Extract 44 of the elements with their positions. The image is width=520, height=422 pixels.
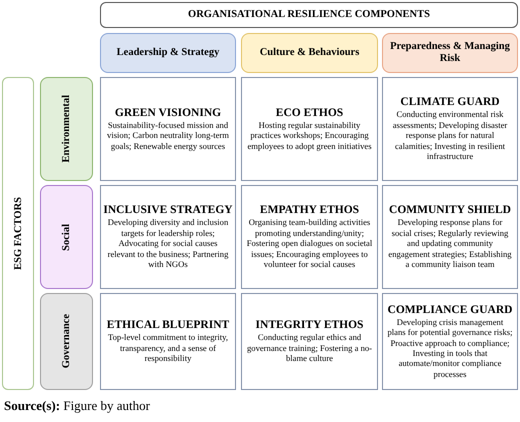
header-text: ORGANISATIONAL RESILIENCE COMPONENTS [188, 9, 430, 21]
row-title: Environmental [61, 95, 72, 163]
row-title: Social [61, 224, 72, 250]
cell-title: ECO ETHOS [276, 106, 344, 120]
cell-title: GREEN VISIONING [114, 106, 222, 120]
column-title: Leadership & Strategy [116, 47, 220, 59]
cell-description: Developing response plans for social crises; Regularly reviewing and updating community engagement strategies; Establishing a community liaison team [387, 217, 513, 270]
cell-title: ETHICAL BLUEPRINT [106, 319, 230, 332]
cell-description: Top-level commitment to integrity, transparency, and a sense of responsibility [106, 332, 230, 364]
column-header [241, 33, 378, 73]
cell-title: INTEGRITY ETHOS [256, 319, 364, 332]
matrix-cell [241, 185, 378, 289]
header-box [100, 2, 518, 28]
column-header [100, 33, 236, 73]
cell-title: COMPLIANCE GUARD [388, 304, 512, 317]
matrix-cell [382, 77, 518, 181]
cell-description: Developing crisis management plans for potential governance risks; Proactive approach to compliance; Investing in tools that automate/monitor compliance processes [386, 316, 514, 380]
matrix-cell [241, 77, 378, 181]
row-title: Governance [61, 314, 72, 369]
matrix-cell [100, 185, 236, 289]
cell-title: EMPATHY ETHOS [260, 204, 360, 218]
cell-description: Sustainability-focused mission and vision; Carbon neutrality long-term goals; Renewable energy sources [106, 120, 230, 152]
row-title: ESG FACTORS [12, 197, 24, 270]
column-title: Preparedness & Managing Risk [389, 41, 511, 65]
matrix-cell [100, 77, 236, 181]
row-header [40, 77, 93, 181]
cell-title: INCLUSIVE STRATEGY [103, 204, 233, 218]
source-caption: Source(s): Figure by author [4, 398, 150, 414]
matrix-cell [100, 293, 236, 390]
column-header [382, 33, 518, 73]
cell-description: Developing diversity and inclusion targets for leadership roles; Advocating for social causes relevant to the business; Partnering with NGOs [106, 217, 230, 270]
cell-title: CLIMATE GUARD [400, 96, 500, 110]
matrix-cell [382, 185, 518, 289]
row-header [2, 77, 34, 390]
cell-description: Conducting environmental risk assessments; Developing disaster response plans for natural calamities; Investing in resilient infrastructure [392, 109, 508, 162]
cell-title: COMMUNITY SHIELD [389, 204, 511, 218]
column-title: Culture & Behaviours [260, 47, 360, 59]
matrix-cell [241, 293, 378, 390]
row-header [40, 185, 93, 289]
cell-description: Hosting regular sustainability practices workshops; Encouraging employees to adopt green initiatives [246, 120, 373, 152]
matrix-cell [382, 293, 518, 390]
cell-description: Organising team-building activities promoting understanding/unity; Fostering open dialogues on societal issues; Encouraging employees to volunteer for social causes [246, 217, 374, 270]
row-header [40, 293, 93, 390]
cell-description: Conducting regular ethics and governance training; Fostering a no-blame culture [246, 332, 374, 364]
